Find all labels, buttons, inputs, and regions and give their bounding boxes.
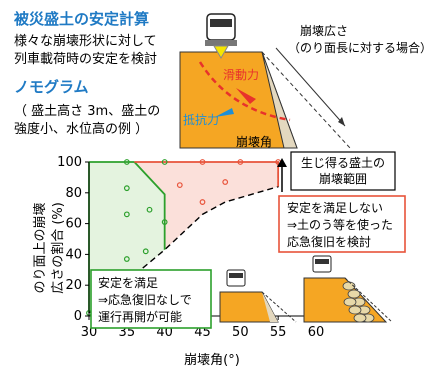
y-tick-label: 80 — [65, 186, 82, 201]
stable-point — [123, 211, 130, 218]
resisting-force-arrow — [215, 108, 234, 117]
sliding-force-label: 滑動力 — [223, 68, 259, 82]
stable-point — [108, 274, 115, 281]
embankment-shape — [179, 51, 298, 149]
embankment-small-2 — [303, 277, 388, 323]
train-window — [210, 19, 232, 27]
collapse-small — [262, 292, 278, 322]
possible-range-box — [290, 151, 396, 191]
stable-point — [123, 256, 130, 262]
sandbag-illustration — [303, 255, 393, 323]
stable-line-1: 安定を満足 — [98, 275, 158, 290]
train-window-small-2 — [315, 259, 329, 264]
unstable-region — [134, 162, 279, 250]
y-tick-label: 20 — [65, 278, 82, 293]
collapse-angle-label: 崩壊角 — [236, 135, 272, 149]
x-tick-label: 45 — [194, 325, 211, 340]
slope-small-dashed-2 — [344, 277, 393, 323]
stable-point — [161, 159, 168, 165]
no-repair-illustration — [219, 269, 297, 323]
unstable-point — [222, 179, 229, 185]
x-tick-label: 50 — [232, 325, 249, 340]
x-tick-label: 55 — [270, 325, 287, 340]
load-arrow — [213, 45, 229, 59]
unstable-box — [278, 195, 406, 253]
x-tick-label: 60 — [308, 325, 325, 340]
y-axis-label-1: のり面上の崩壊 — [33, 202, 48, 293]
unstable-top-line — [134, 161, 280, 187]
range-arrowhead — [277, 158, 287, 167]
stable-point — [123, 185, 130, 192]
train-icon-small — [226, 269, 246, 287]
train-icon — [206, 13, 236, 41]
stable-point — [86, 310, 92, 316]
resisting-force-label: 抵抗力 — [183, 112, 219, 127]
possible-range-line-2: 崩壊範囲 — [319, 171, 367, 186]
unstable-line-3: 応急復旧を検討 — [287, 234, 371, 249]
embankment-small — [219, 291, 279, 323]
stable-point — [161, 219, 168, 225]
unstable-point — [275, 159, 282, 165]
unstable-line-2: ⇒土のう等を使った — [287, 217, 393, 232]
sandbag-stack — [342, 281, 375, 323]
unstable-line-1: 安定を満足しない — [287, 200, 383, 215]
train-bogie — [205, 40, 237, 46]
slope-dashed-line — [261, 51, 351, 149]
collapse-width-label-2: （のり面長に対する場合） — [288, 40, 432, 55]
nomogram-note-line-2: 強度小、水位高の例 ） — [14, 122, 149, 137]
unstable-point — [199, 199, 206, 205]
train-icon-small-2 — [312, 255, 332, 273]
stable-point — [123, 159, 130, 165]
stable-region — [89, 162, 165, 313]
unstable-point — [176, 182, 183, 189]
unstable-point — [199, 159, 206, 165]
stable-boundary-line — [133, 161, 166, 250]
nomogram-title: ノモグラム — [14, 78, 89, 96]
nomogram-note-line-1: （ 盛土高さ 3m、盛土の — [14, 104, 161, 119]
slip-surface — [198, 61, 291, 122]
slope-small-dashed — [261, 291, 297, 323]
stable-point — [93, 300, 100, 307]
x-tick-label: 35 — [119, 325, 136, 340]
unstable-point — [237, 159, 244, 165]
x-tick-label: 30 — [81, 325, 98, 340]
collapsed-slope — [261, 51, 298, 149]
upper-dashed-boundary — [164, 162, 279, 251]
y-tick-label: 40 — [65, 247, 82, 262]
sliding-force-arrow — [236, 88, 256, 104]
stable-point — [142, 248, 149, 255]
lower-dashed-boundary — [88, 249, 166, 314]
stable-line-2: ⇒応急復旧なしで — [98, 292, 192, 307]
subtitle-line-1: 様々な崩壊形状に対して — [14, 34, 157, 49]
stable-line-3: 運行再開が可能 — [98, 309, 182, 324]
x-tick-label: 40 — [156, 325, 173, 340]
x-axis-label: 崩壊角(°) — [184, 353, 240, 368]
possible-range-line-1: 生じ得る盛土の — [301, 155, 385, 170]
collapse-width-label-1: 崩壊広さ — [300, 24, 348, 38]
collapse-width-arrowhead — [338, 117, 345, 126]
y-tick-label: 60 — [65, 217, 82, 232]
y-tick-label: 100 — [57, 155, 82, 170]
collapse-width-arrow — [275, 47, 346, 127]
page-title: 被災盛土の安定計算 — [14, 10, 150, 28]
subtitle-line-2: 列車載荷時の安定を検討 — [14, 52, 158, 67]
stable-box — [90, 269, 212, 329]
y-axis-label-2: 広さの割合 (%) — [50, 202, 66, 294]
stable-point — [146, 206, 153, 213]
train-window-small — [229, 273, 243, 278]
y-tick-label: 0 — [74, 309, 82, 324]
